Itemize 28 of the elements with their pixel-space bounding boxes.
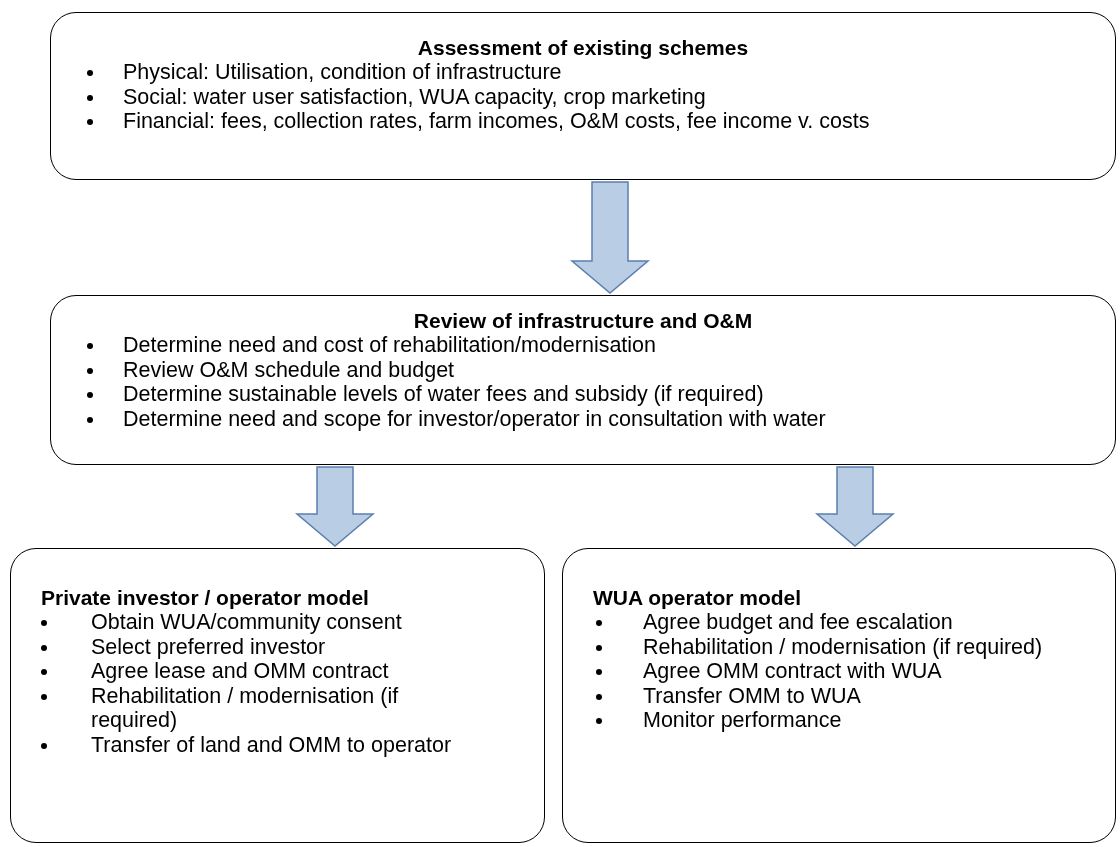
block-arrow — [294, 466, 376, 547]
bullet-text: Agree OMM contract with WUA — [643, 659, 942, 683]
box-heading: WUA operator model — [592, 585, 803, 610]
bullet-text: Select preferred investor — [91, 634, 326, 659]
bullet-text: Financial: fees, collection rates, farm incomes, O&M costs, fee income v. costs — [123, 109, 870, 133]
bullet-text: Review O&M schedule and budget — [123, 357, 455, 382]
bullet-text: Physical: Utilisation, condition of infrastructure — [123, 60, 562, 84]
block-arrow — [814, 466, 896, 547]
bullet-text: Monitor performance — [643, 708, 842, 732]
process-box — [50, 12, 1116, 180]
box-heading: Private investor / operator model — [40, 585, 370, 610]
bullet-text: Determine sustainable levels of water fees and subsidy (if required) — [123, 382, 764, 406]
bullet-text: Rehabilitation / modernisation (if required) — [91, 683, 399, 732]
bullet-text: Rehabilitation / modernisation (if required) — [643, 634, 1043, 659]
process-box — [10, 548, 545, 843]
bullet-text: Agree budget and fee escalation — [643, 610, 953, 634]
block-arrow — [569, 181, 651, 294]
bullet-text: Determine need and scope for investor/operator in consultation with water — [123, 406, 826, 431]
process-box — [50, 295, 1116, 465]
bullet-text: Agree lease and OMM contract — [91, 659, 389, 683]
bullet-text: Social: water user satisfaction, WUA capacity, crop marketing — [123, 84, 706, 109]
bullet-text: Obtain WUA/community consent — [91, 610, 402, 634]
process-box — [562, 548, 1116, 843]
bullet-text: Transfer of land and OMM to operator — [91, 732, 452, 757]
box-heading: Assessment of existing schemes — [416, 35, 750, 60]
bullet-text: Determine need and cost of rehabilitation/modernisation — [123, 333, 657, 357]
bullet-text: Transfer OMM to WUA — [643, 683, 861, 708]
box-heading: Review of infrastructure and O&M — [412, 308, 754, 333]
